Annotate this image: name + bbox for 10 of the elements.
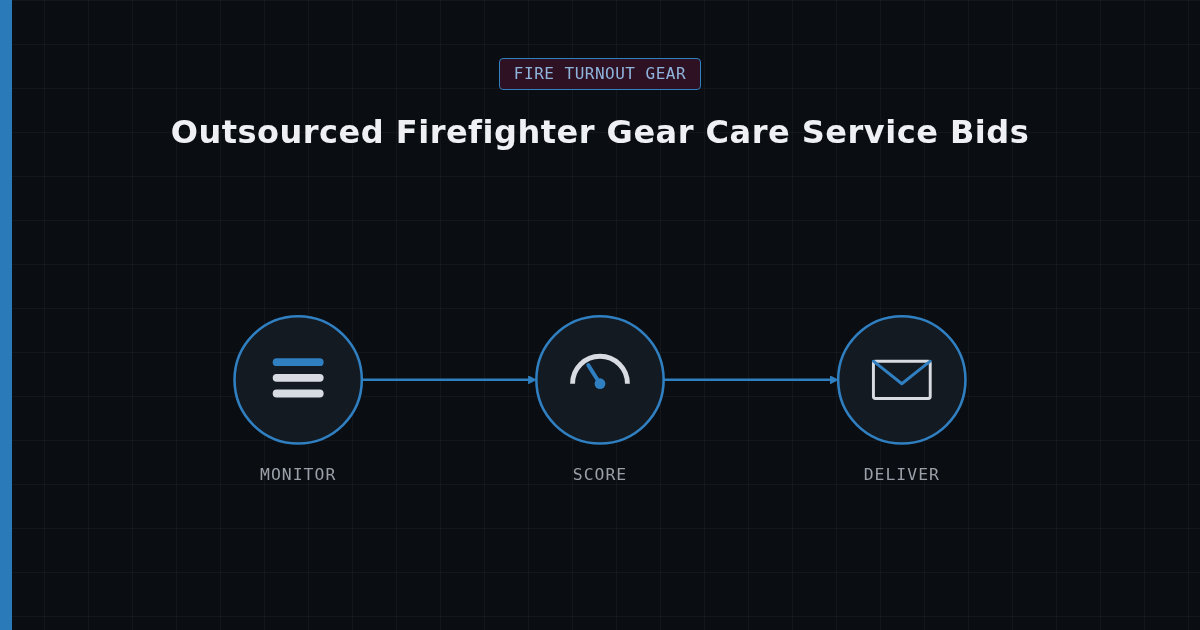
step-label: SCORE (572, 464, 628, 484)
circle-node (535, 314, 665, 445)
circle-node (233, 314, 364, 445)
title: Outsourced Firefighter Gear Care Service Bids (170, 112, 1030, 152)
tag-label: FIRE TURNOUT GEAR (498, 58, 702, 90)
step-label: MONITOR (260, 464, 337, 484)
arrow (361, 375, 537, 385)
circle-node (836, 314, 967, 445)
step-label: DELIVER (863, 464, 940, 484)
arrow (663, 375, 839, 385)
